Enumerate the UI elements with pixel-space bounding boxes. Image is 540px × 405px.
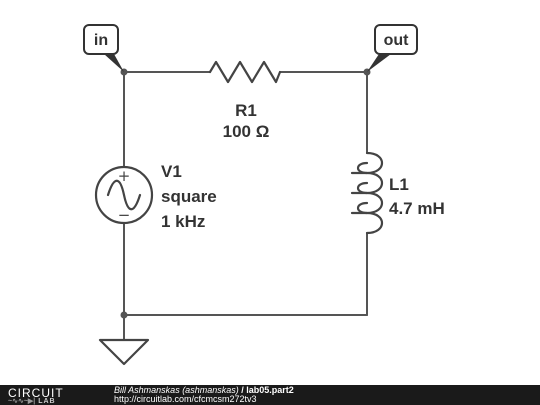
logo-text-lab: ~∿∿~▶| LAB [8,397,56,405]
flag-out-box [374,24,418,55]
inductor-l1[interactable]: L1 4.7 mH [350,151,445,235]
inductor-l1-value: 4.7 mH [389,199,445,218]
minus-sign: − [118,206,131,224]
logo-lab-label: LAB [38,398,56,405]
flag-in-box [83,24,119,55]
footer-attribution: Bill Ashmanskas (ashmanskas) / lab05.par… [114,386,294,395]
voltage-source-v1-body [94,165,154,225]
sine-wave-icon [106,179,142,211]
plus-sign: + [118,167,131,185]
voltage-source-v1-name: V1 [161,162,182,181]
resistor-r1-value: 100 Ω [223,122,270,141]
ground-symbol[interactable] [98,338,150,366]
resistor-r1-zigzag-icon [208,60,282,84]
voltage-source-v1-frequency: 1 kHz [161,212,205,231]
flag-in-pointer [104,54,124,72]
ground-icon [98,338,150,366]
flag-in-label: in [94,32,108,49]
schematic-canvas: in out R1 100 Ω + − V1 square 1 kHz L1 4… [83,24,445,366]
inductor-l1-name: L1 [389,175,409,194]
flag-out[interactable]: out [367,24,418,72]
logo-text-circuit: CIRCUIT [8,386,64,400]
voltage-source-v1-waveform: square [161,187,217,206]
footer-bar: CIRCUIT ~∿∿~▶| LAB Bill Ashmanskas (ashm… [0,385,540,405]
flag-out-pointer [367,54,391,72]
footer-author[interactable]: Bill Ashmanskas (ashmanskas) [114,385,239,395]
voltage-source-v1[interactable]: + − V1 square 1 kHz [94,162,217,231]
circuitlab-logo[interactable]: CIRCUIT ~∿∿~▶| LAB [8,385,98,405]
inductor-coil-backloops [356,161,369,215]
junction-ground [120,311,128,319]
flag-out-label: out [384,32,410,49]
footer-circuit-title[interactable]: lab05.part2 [246,385,294,395]
footer-info: Bill Ashmanskas (ashmanskas) / lab05.par… [114,386,294,404]
wires [123,71,368,341]
flag-in[interactable]: in [83,24,124,72]
footer-separator: / [238,385,247,395]
logo-wave-icon: ~∿∿~▶| [8,398,36,405]
resistor-r1-name: R1 [235,101,257,120]
footer-url[interactable]: http://circuitlab.com/cfcmcsm272tv3 [114,394,257,404]
resistor-r1[interactable]: R1 100 Ω [208,60,282,141]
